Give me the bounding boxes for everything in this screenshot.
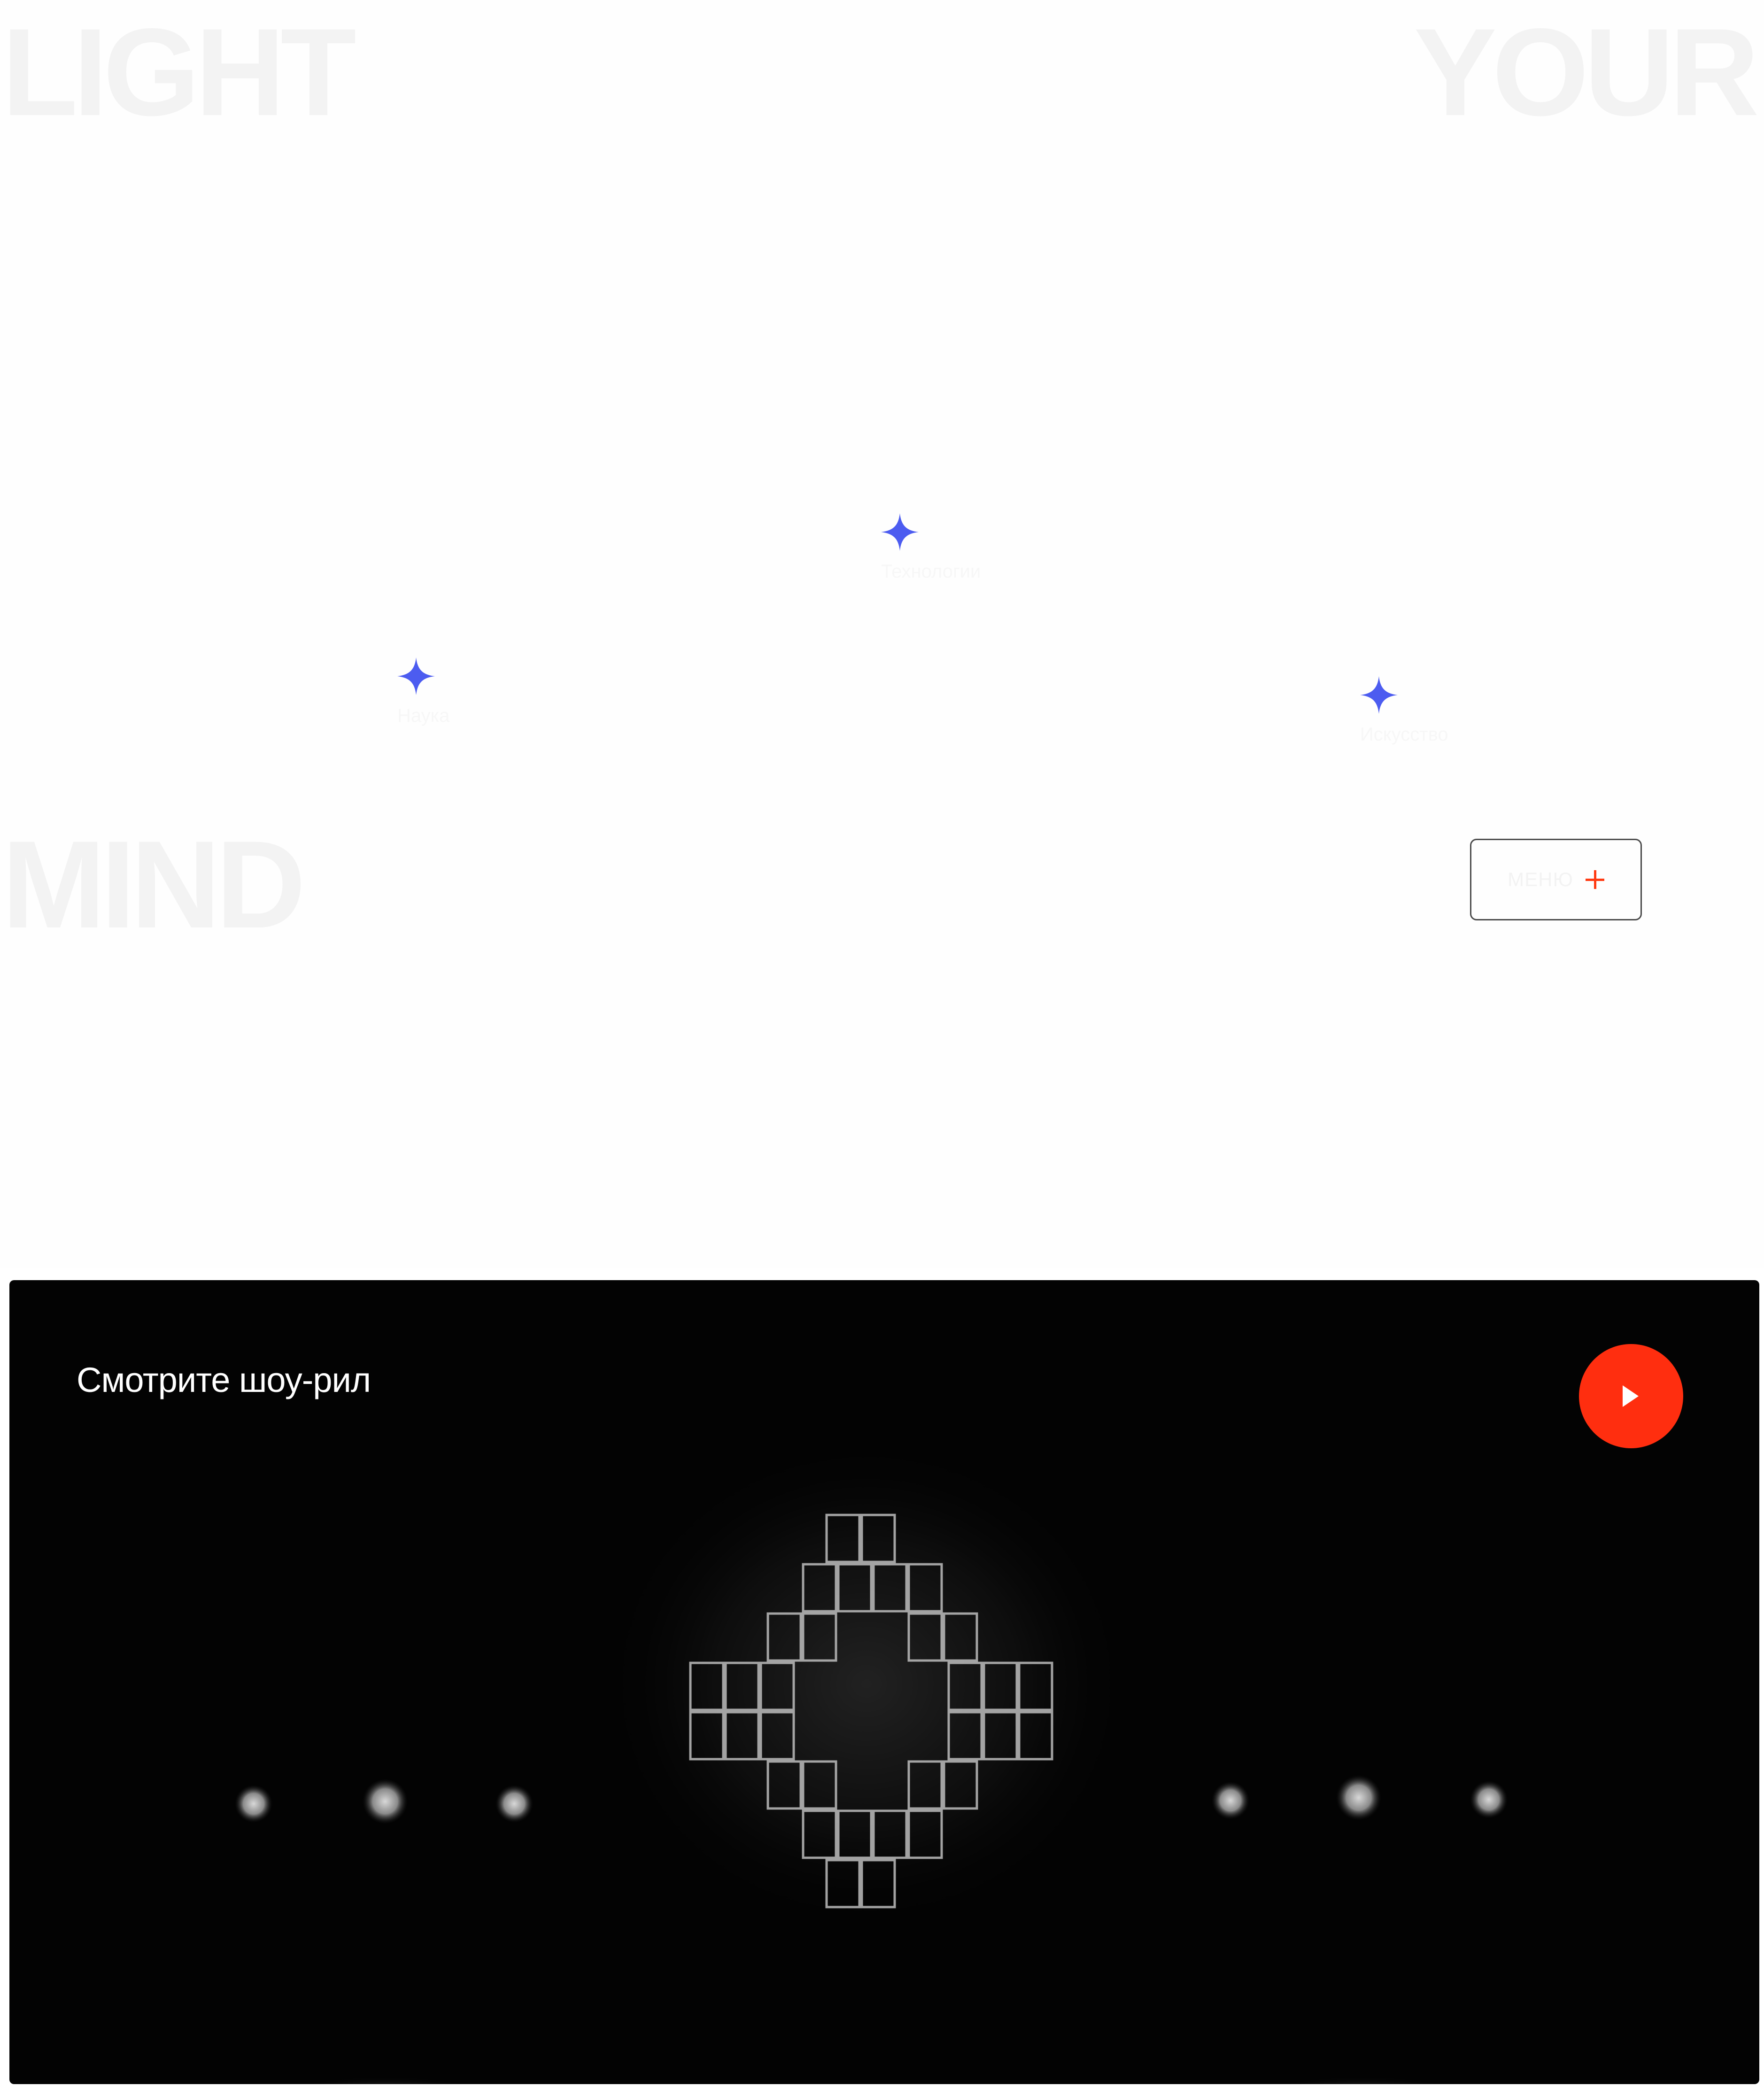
sparkle-icon [1360,676,1398,714]
nav-technology-label: Технологии [881,561,981,582]
nav-science-label: Наука [397,705,450,726]
play-button[interactable] [1579,1344,1683,1448]
play-icon [1623,1385,1639,1407]
plus-icon [1585,870,1604,889]
nav-art[interactable]: Искусство [1360,676,1448,745]
nav-technology[interactable]: Технологии [881,513,981,582]
sparkle-icon [881,513,919,551]
nav-science[interactable]: Наука [397,657,449,726]
nav-art-label: Искусство [1360,724,1448,745]
headline-word-your: YOUR [1414,3,1759,142]
menu-button-label: МЕНЮ [1508,868,1573,890]
stage-light-visual [235,1440,1508,2084]
menu-button[interactable]: МЕНЮ [1470,839,1642,920]
sparkle-icon [397,657,435,695]
showreel-title: Смотрите шоу-рил [77,1360,371,1399]
headline-word-mind: MIND [2,815,306,954]
hero-section: LIGHT YOUR MIND Технологии Наука Искусст… [2,3,1759,954]
showreel-video[interactable]: Смотрите шоу-рил [9,1280,1759,2084]
headline-word-light: LIGHT [2,3,356,142]
